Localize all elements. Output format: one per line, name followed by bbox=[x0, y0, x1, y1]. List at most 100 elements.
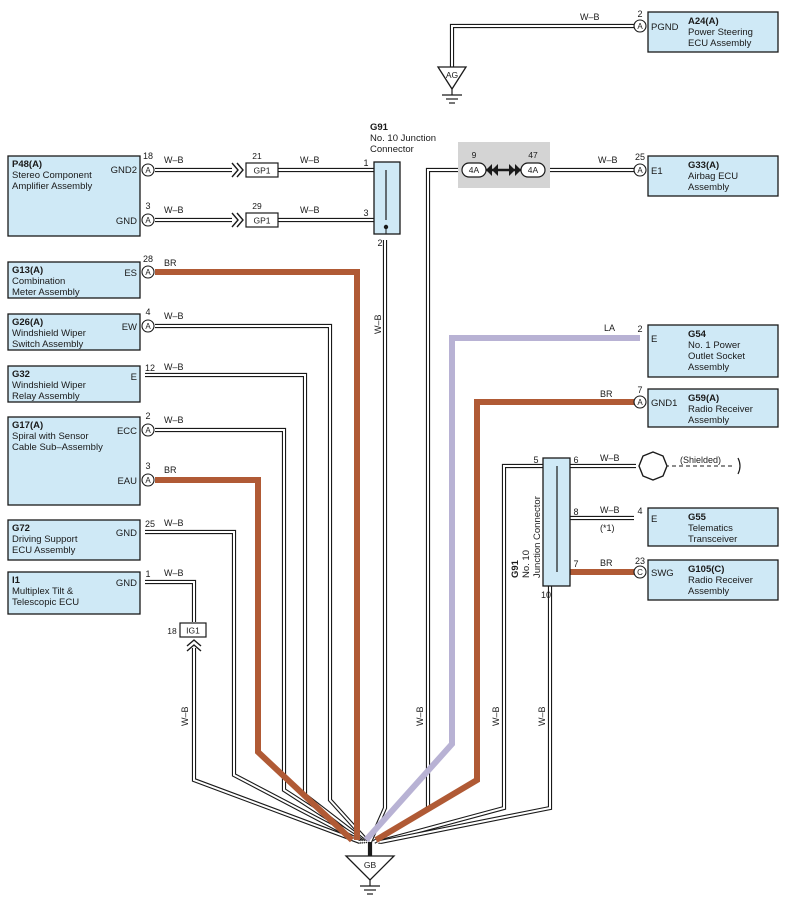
wire-label: W–B bbox=[300, 155, 320, 165]
component-id: G17(A) bbox=[12, 420, 43, 431]
la-wire bbox=[363, 335, 640, 843]
component-id: G72 bbox=[12, 523, 30, 534]
connector-a-p48-gnd: A bbox=[141, 213, 155, 227]
component-name-line2: Cable Sub–Assembly bbox=[12, 442, 103, 453]
pin-number: 3 bbox=[145, 201, 150, 211]
component-id: G55 bbox=[688, 512, 707, 523]
wire-label: W–B bbox=[164, 415, 184, 425]
pin-number: 2 bbox=[637, 324, 642, 334]
component-g32: G32 Windshield Wiper Relay Assembly E bbox=[7, 365, 141, 403]
pin-number: 12 bbox=[145, 363, 155, 373]
connector-a-g17-ecc: A bbox=[141, 423, 155, 437]
pin-name: GND bbox=[116, 578, 137, 589]
component-id: P48(A) bbox=[12, 159, 42, 170]
svg-text:A: A bbox=[145, 216, 151, 225]
svg-text:A: A bbox=[637, 398, 643, 407]
junction-name-line1: No. 10 bbox=[521, 550, 532, 578]
junction-g91-right: G91 No. 10 Junction Connector 5 6 8 7 10 bbox=[510, 455, 579, 600]
pin-number: 5 bbox=[533, 455, 538, 465]
splice-gp1-bottom: GP1 29 bbox=[231, 201, 279, 228]
component-g54: G54 No. 1 Power Outlet Socket Assembly E bbox=[647, 324, 779, 378]
shielded-label: (Shielded) bbox=[680, 455, 721, 465]
component-name-line1: Multiplex Tilt & bbox=[12, 586, 74, 597]
svg-text:A: A bbox=[145, 268, 151, 277]
component-name-line1: Stereo Component bbox=[12, 170, 92, 181]
pin-number: 10 bbox=[541, 590, 551, 600]
ground-label: GB bbox=[364, 860, 377, 870]
wire-note: (*1) bbox=[600, 523, 615, 533]
component-name-line2: Switch Assembly bbox=[12, 339, 84, 350]
component-g13: G13(A) Combination Meter Assembly ES bbox=[7, 261, 141, 299]
connector-a-g17-eau: A bbox=[141, 473, 155, 487]
wire-label: BR bbox=[164, 465, 177, 475]
pin-name: E1 bbox=[651, 166, 663, 177]
pin-name: SWG bbox=[651, 568, 674, 579]
wire-a24-ag bbox=[449, 23, 634, 68]
wire-label: W–B bbox=[537, 706, 547, 726]
component-name-line2: Meter Assembly bbox=[12, 287, 80, 298]
component-id: G26(A) bbox=[12, 317, 43, 328]
br-wires bbox=[155, 269, 634, 843]
wire-label: W–B bbox=[491, 706, 501, 726]
pin-name: E bbox=[651, 334, 657, 345]
splice-label: GP1 bbox=[253, 166, 270, 176]
splice-ig1: IG1 18 bbox=[167, 622, 207, 652]
component-name-line1: Spiral with Sensor bbox=[12, 431, 89, 442]
component-id: G13(A) bbox=[12, 265, 43, 276]
pin-number: 23 bbox=[635, 556, 645, 566]
junction-name-line1: No. 10 Junction bbox=[370, 133, 436, 144]
connector-a-g26: A bbox=[141, 319, 155, 333]
component-id: G105(C) bbox=[688, 564, 724, 575]
junction-id: G91 bbox=[510, 559, 521, 578]
wire-label: W–B bbox=[415, 706, 425, 726]
component-p48: P48(A) Stereo Component Amplifier Assemb… bbox=[7, 155, 141, 237]
pin-name: EW bbox=[122, 322, 137, 333]
component-name-line1: Airbag ECU bbox=[688, 171, 738, 182]
pin-number: 29 bbox=[252, 201, 262, 211]
component-name-line2: Assembly bbox=[688, 182, 729, 193]
connector-a-g13: A bbox=[141, 265, 155, 279]
component-name-line2: Transceiver bbox=[688, 534, 737, 545]
component-name-line1: Driving Support bbox=[12, 534, 78, 545]
wire-label: W–B bbox=[164, 155, 184, 165]
pin-name: GND bbox=[116, 216, 137, 227]
pin-number: 2 bbox=[377, 238, 382, 248]
pin-name: E bbox=[651, 514, 657, 525]
pin-number: 4 bbox=[145, 307, 150, 317]
wire-label: W–B bbox=[600, 505, 620, 515]
component-g105: G105(C) Radio Receiver Assembly SWG bbox=[647, 559, 779, 601]
pin-number: 7 bbox=[637, 385, 642, 395]
svg-text:A: A bbox=[145, 476, 151, 485]
wire-label: W–B bbox=[164, 362, 184, 372]
pin-number: 2 bbox=[637, 9, 642, 19]
component-id: G54 bbox=[688, 329, 707, 340]
pin-number: 25 bbox=[145, 519, 155, 529]
pin-number: 9 bbox=[472, 150, 477, 160]
component-id: G32 bbox=[12, 369, 30, 380]
component-g26: G26(A) Windshield Wiper Switch Assembly … bbox=[7, 313, 141, 351]
svg-text:A: A bbox=[637, 22, 643, 31]
ground-label: AG bbox=[446, 70, 458, 80]
component-name-line2: ECU Assembly bbox=[688, 38, 752, 49]
component-name-line1: Power Steering bbox=[688, 27, 753, 38]
splice-label: 4A bbox=[528, 165, 539, 175]
wire-label: W–B bbox=[373, 314, 383, 334]
pin-number: 28 bbox=[143, 254, 153, 264]
component-i1: I1 Multiplex Tilt & Telescopic ECU GND bbox=[7, 571, 141, 615]
component-name-line1: Radio Receiver bbox=[688, 575, 753, 586]
component-name-line1: Windshield Wiper bbox=[12, 380, 86, 391]
pin-number: 2 bbox=[145, 411, 150, 421]
pin-name: EAU bbox=[117, 476, 137, 487]
component-id: I1 bbox=[12, 575, 21, 586]
splice-label: GP1 bbox=[253, 216, 270, 226]
connector-a-p48-gnd2: A bbox=[141, 163, 155, 177]
wire-label: W–B bbox=[164, 311, 184, 321]
svg-text:A: A bbox=[145, 166, 151, 175]
component-name-line3: Assembly bbox=[688, 362, 729, 373]
component-g72: G72 Driving Support ECU Assembly GND bbox=[7, 519, 141, 561]
pin-number: 3 bbox=[363, 208, 368, 218]
wire-label: LA bbox=[604, 323, 615, 333]
pin-number: 18 bbox=[143, 151, 153, 161]
pin-number: 4 bbox=[637, 506, 642, 516]
connector-a-g33: A bbox=[633, 163, 647, 177]
